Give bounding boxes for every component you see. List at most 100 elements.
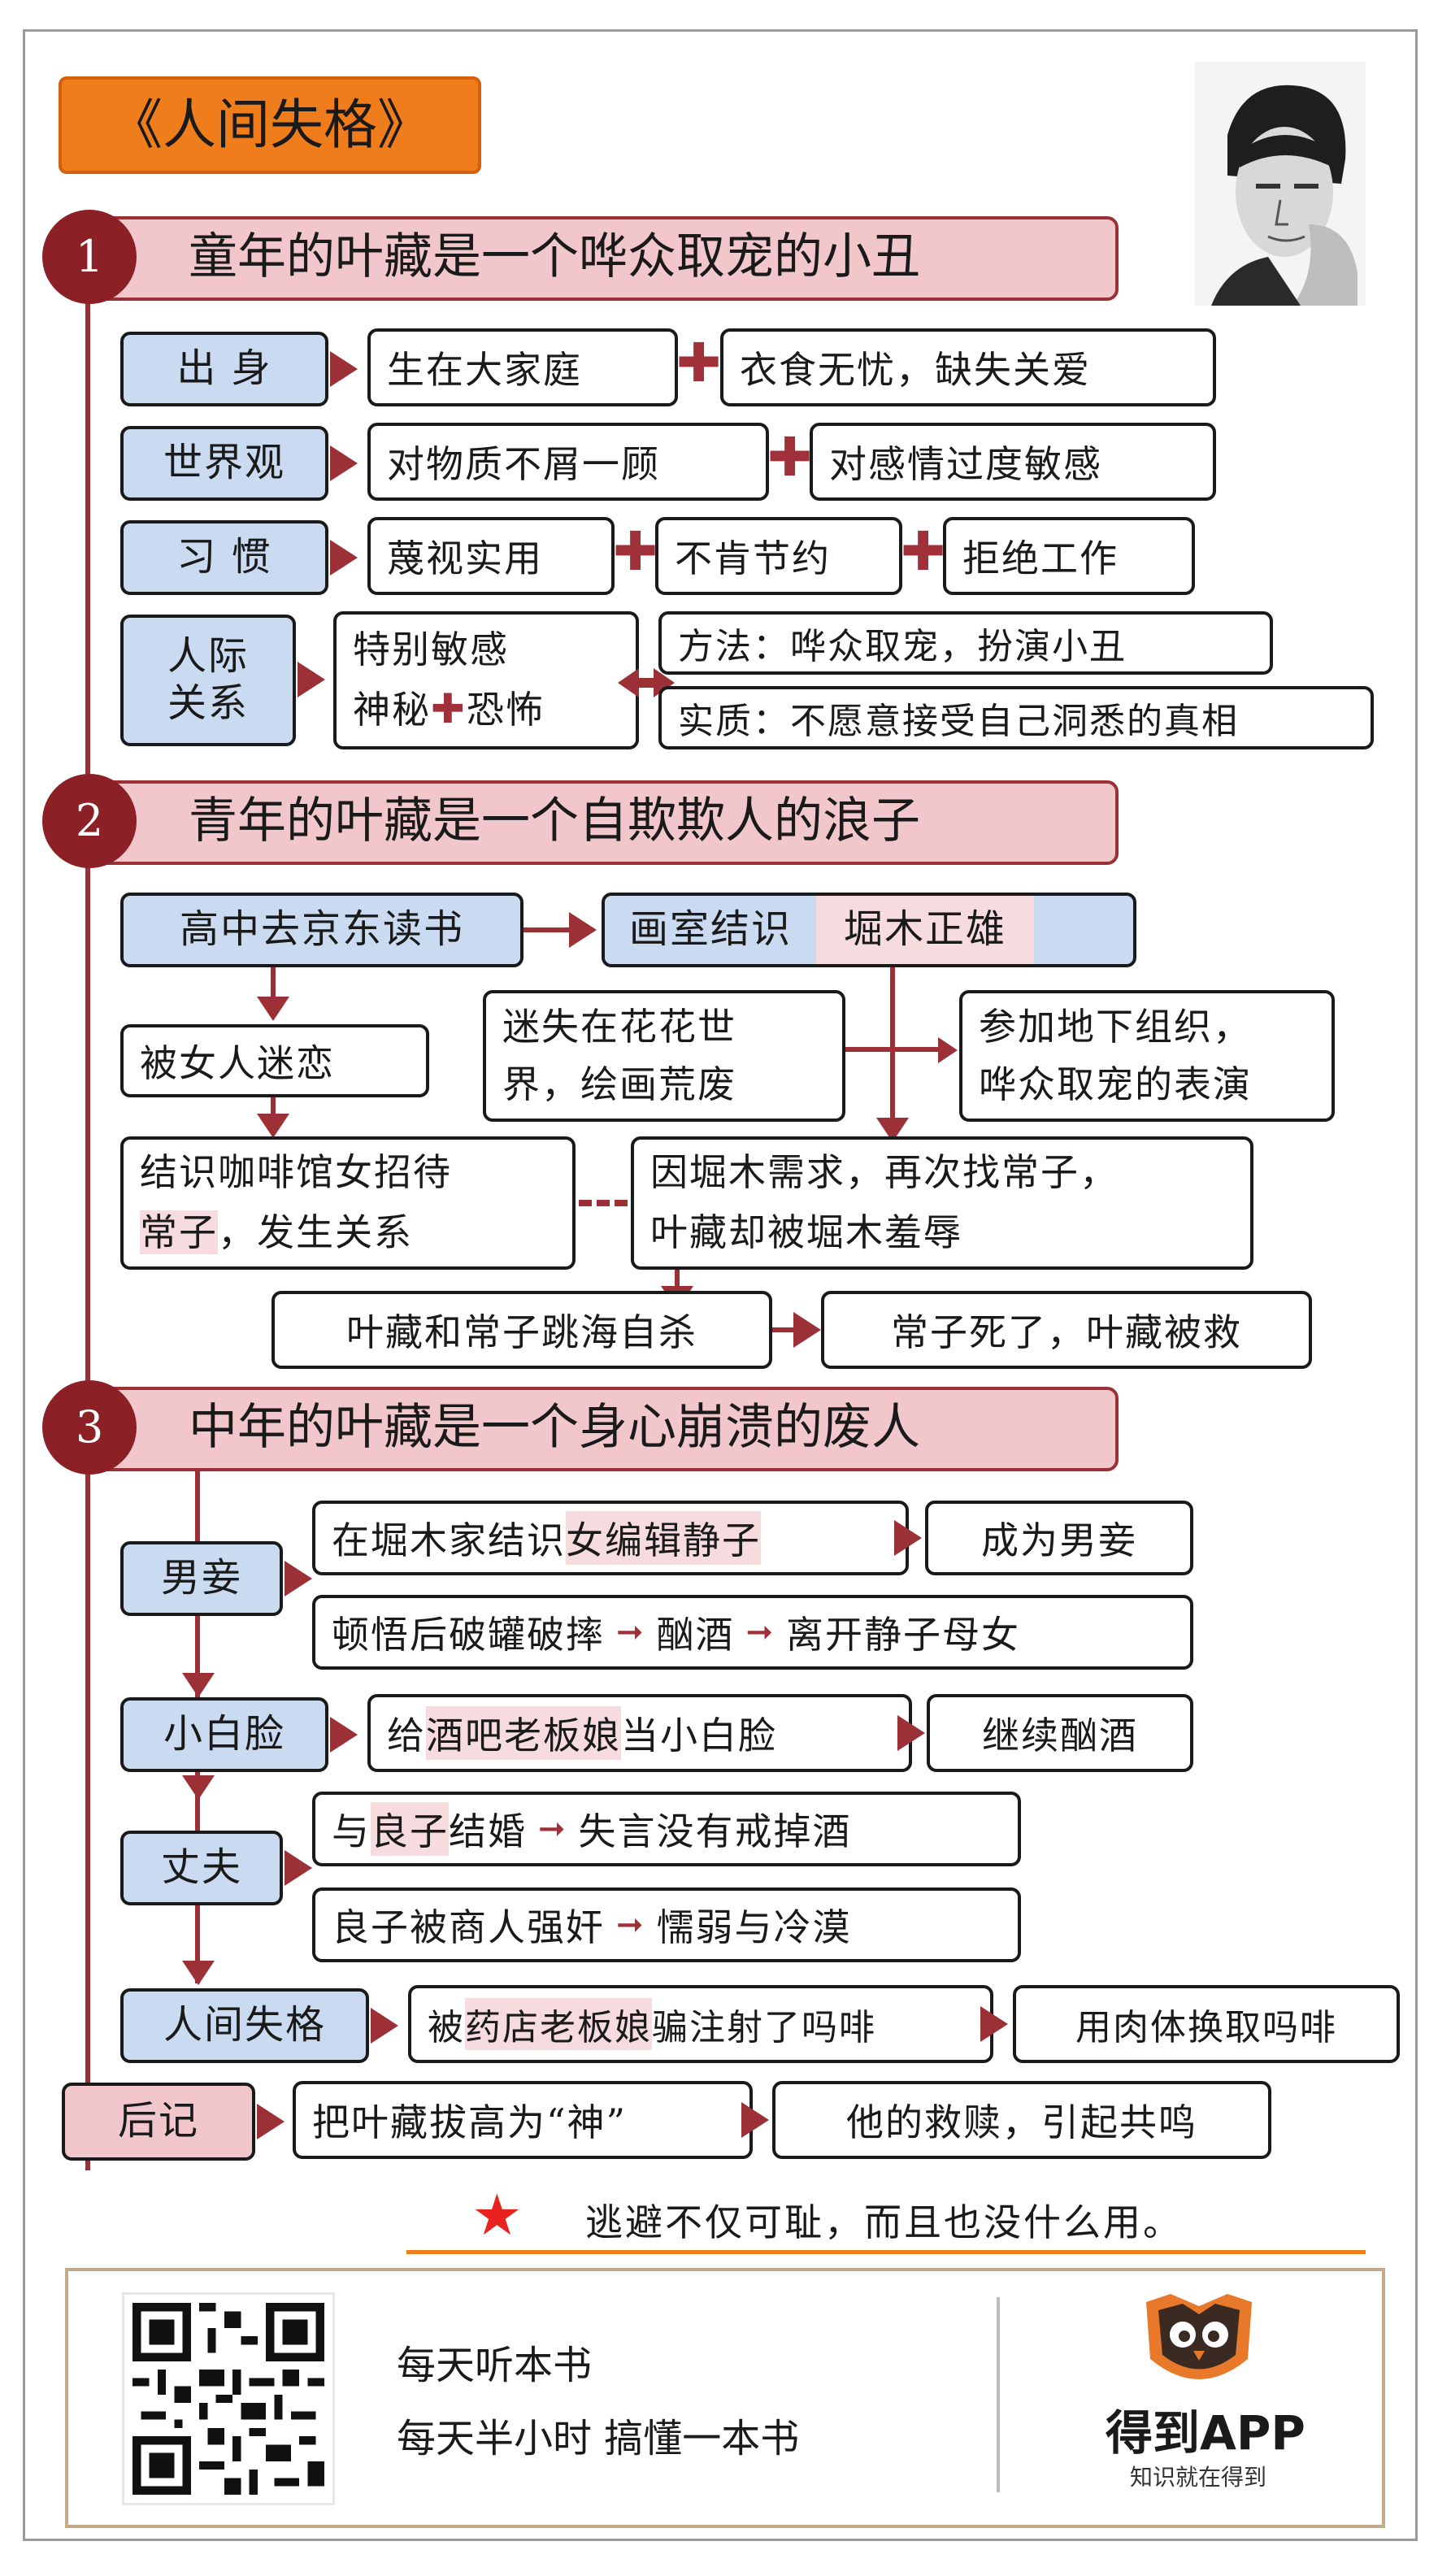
zhangfu-b: 良子被商人强奸 ➞ 懦弱与冷漠	[312, 1887, 1021, 1962]
arrow-icon	[741, 2102, 769, 2138]
connector	[675, 1270, 680, 1291]
chushen-a: 生在大家庭	[367, 328, 678, 406]
houji-a: 把叶藏拔高为“神”	[293, 2081, 753, 2159]
arrow-right-icon: ➞	[616, 1614, 645, 1651]
connector	[271, 967, 276, 1000]
plus-icon: ✚	[676, 332, 722, 394]
nanqie-a: 在堀木家结识女编辑静子	[312, 1501, 909, 1575]
canjia-box: 参加地下组织， 哗众取宠的表演	[959, 990, 1335, 1122]
category-chushen: 出 身	[120, 332, 328, 406]
category-shijieguan: 世界观	[120, 426, 328, 501]
section-1-header: 童年的叶藏是一个哗众取宠的小丑	[91, 216, 1119, 301]
quote-text: 逃避不仅可耻，而且也没什么用。	[585, 2200, 1183, 2244]
zhangfu-a2: 失言没有戒掉酒	[578, 1809, 852, 1853]
renji-trait-2a: 神秘	[353, 688, 431, 732]
arrow-down-icon	[182, 1775, 215, 1800]
section-2-header: 青年的叶藏是一个自欺欺人的浪子	[91, 780, 1119, 865]
canjia-line-1: 参加地下组织，	[979, 1004, 1252, 1049]
author-portrait	[1195, 62, 1366, 306]
nanqie-a-highlight: 女编辑静子	[566, 1511, 761, 1565]
arrow-right-icon: ➞	[745, 1614, 775, 1651]
zhangfu-b1: 良子被商人强奸	[332, 1905, 605, 1949]
category-shige: 人间失格	[120, 1988, 369, 2063]
renji-essence: 实质：不愿意接受自己洞悉的真相	[658, 686, 1374, 749]
timeline-spine	[85, 285, 90, 2170]
quote-underline	[406, 2250, 1366, 2254]
huashi-b: 堀木正雄	[816, 896, 1035, 964]
xiaobailian-b: 继续酗酒	[927, 1694, 1193, 1772]
canjia-line-2: 哗众取宠的表演	[979, 1062, 1252, 1106]
shijieguan-b: 对感情过度敏感	[810, 423, 1216, 501]
mishi-box: 迷失在花花世 界，绘画荒废	[483, 990, 845, 1122]
xiaobailian-a-pre: 给	[387, 1714, 426, 1757]
footer-divider	[997, 2297, 1000, 2492]
category-xiaobailian: 小白脸	[120, 1697, 328, 1772]
renji-trait-2: 神秘✚恐怖	[353, 680, 545, 741]
renji-trait-1: 特别敏感	[353, 628, 509, 672]
shige-a-highlight: 药店老板娘	[465, 1998, 652, 2050]
xiaobailian-a-highlight: 酒吧老板娘	[426, 1706, 621, 1760]
renji-label-1: 人际	[167, 633, 249, 680]
jieshi-line-2b: ，发生关系	[218, 1210, 413, 1254]
arrow-icon	[980, 2006, 1008, 2042]
gaozhong-box: 高中去京东读书	[120, 893, 523, 967]
connector	[271, 1097, 276, 1119]
section-3-number: 3	[42, 1380, 137, 1475]
jieshi-box: 结识咖啡馆女招待 常子，发生关系	[120, 1136, 576, 1270]
nanqie-b: 成为男妾	[925, 1501, 1193, 1575]
jieshi-line-1: 结识咖啡馆女招待	[140, 1150, 452, 1195]
yin-line-2: 叶藏却被堀木羞辱	[650, 1210, 962, 1254]
yin-line-1: 因堀木需求，再次找常子，	[650, 1150, 1119, 1195]
qr-code-icon[interactable]	[122, 2292, 335, 2505]
xiaobailian-a: 给酒吧老板娘当小白脸	[367, 1694, 912, 1772]
footer-panel	[65, 2268, 1385, 2528]
section-1-number: 1	[42, 210, 137, 304]
nanqie-c3: 离开静子母女	[786, 1613, 1021, 1657]
xiguan-a: 蔑视实用	[367, 517, 615, 595]
nanqie-c1: 顿悟后破罐破摔	[332, 1613, 605, 1657]
connector	[837, 1047, 943, 1052]
section-3-header: 中年的叶藏是一个身心崩溃的废人	[91, 1387, 1119, 1471]
arrow-down-icon	[182, 1961, 215, 1985]
plus-icon: ✚	[613, 520, 658, 583]
huashi-box: 画室结识 堀木正雄	[602, 893, 1136, 967]
renji-trait-2b: 恐怖	[466, 688, 545, 732]
zhangfu-a: 与良子结婚 ➞ 失言没有戒掉酒	[312, 1792, 1021, 1866]
shige-a-post: 骗注射了吗啡	[652, 2007, 876, 2048]
mishi-line-1: 迷失在花花世	[502, 1004, 736, 1049]
arrow-down-icon	[257, 997, 289, 1021]
xiguan-b: 不肯节约	[655, 517, 902, 595]
nvren-box: 被女人迷恋	[120, 1024, 429, 1097]
section-2-number: 2	[42, 774, 137, 868]
arrow-icon	[793, 1312, 821, 1348]
renji-label-2: 关系	[167, 680, 249, 726]
arrow-icon	[330, 445, 358, 481]
shijieguan-a: 对物质不屑一顾	[367, 423, 769, 501]
shige-b: 用肉体换取吗啡	[1013, 1985, 1400, 2063]
arrow-icon	[330, 1717, 358, 1753]
zhangfu-a-highlight: 良子	[371, 1802, 449, 1856]
xiaobailian-a-post: 当小白脸	[621, 1714, 777, 1757]
siliao-box: 常子死了，叶藏被救	[821, 1291, 1312, 1369]
arrow-down-icon	[182, 1673, 215, 1697]
zhangfu-a-post: 结婚	[449, 1809, 527, 1853]
arrow-icon	[257, 2104, 285, 2139]
dashed-connector	[579, 1200, 628, 1206]
jieshi-changzi: 常子	[140, 1210, 218, 1254]
nanqie-c: 顿悟后破罐破摔 ➞ 酗酒 ➞ 离开静子母女	[312, 1595, 1193, 1670]
category-zhangfu: 丈夫	[120, 1831, 283, 1905]
arrow-icon	[894, 1520, 922, 1556]
huashi-a: 画室结识	[629, 906, 793, 953]
category-houji: 后记	[62, 2083, 255, 2161]
arrow-icon	[330, 540, 358, 576]
tiaohai-box: 叶藏和常子跳海自杀	[272, 1291, 772, 1369]
footer-line-1: 每天听本书	[397, 2343, 593, 2388]
star-icon: ★	[471, 2182, 523, 2248]
arrow-right-icon: ➞	[538, 1810, 567, 1848]
zhangfu-a-pre: 与	[332, 1809, 371, 1853]
xiguan-c: 拒绝工作	[943, 517, 1195, 595]
arrow-icon	[569, 912, 597, 948]
footer-line-2: 每天半小时 搞懂一本书	[397, 2416, 800, 2461]
category-renji: 人际 关系	[120, 615, 296, 746]
arrow-icon	[897, 1715, 925, 1751]
